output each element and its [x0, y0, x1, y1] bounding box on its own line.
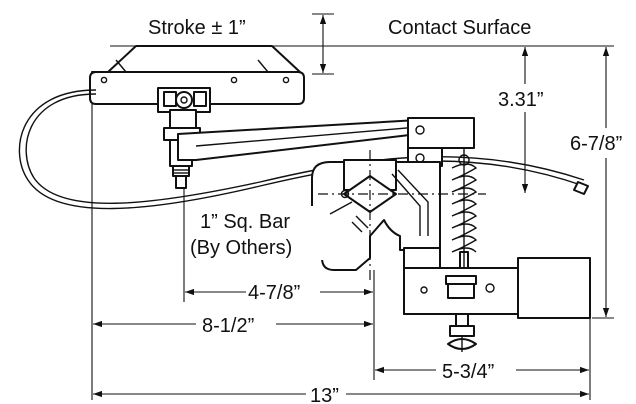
dim-331-label: 3.31”	[498, 89, 544, 111]
stroke-label: Stroke ± 1”	[148, 17, 246, 39]
dim-8-12-label: 8-1/2”	[202, 315, 254, 337]
bar-label-line2: (By Others)	[190, 237, 292, 259]
dim-13-label: 13”	[310, 385, 339, 404]
base-assembly	[403, 247, 591, 352]
spring	[451, 148, 478, 277]
bar-leader	[329, 201, 353, 215]
dim-678-label: 6-7/8”	[570, 133, 622, 155]
bar-label-line1: 1” Sq. Bar	[200, 211, 290, 233]
dim-5-34-label: 5-3/4”	[442, 361, 494, 383]
collector-arm	[177, 117, 475, 167]
contact-surface-label: Contact Surface	[388, 17, 531, 39]
dim-4-78-label: 4-7/8”	[248, 282, 300, 304]
mounting-bracket	[309, 150, 486, 282]
